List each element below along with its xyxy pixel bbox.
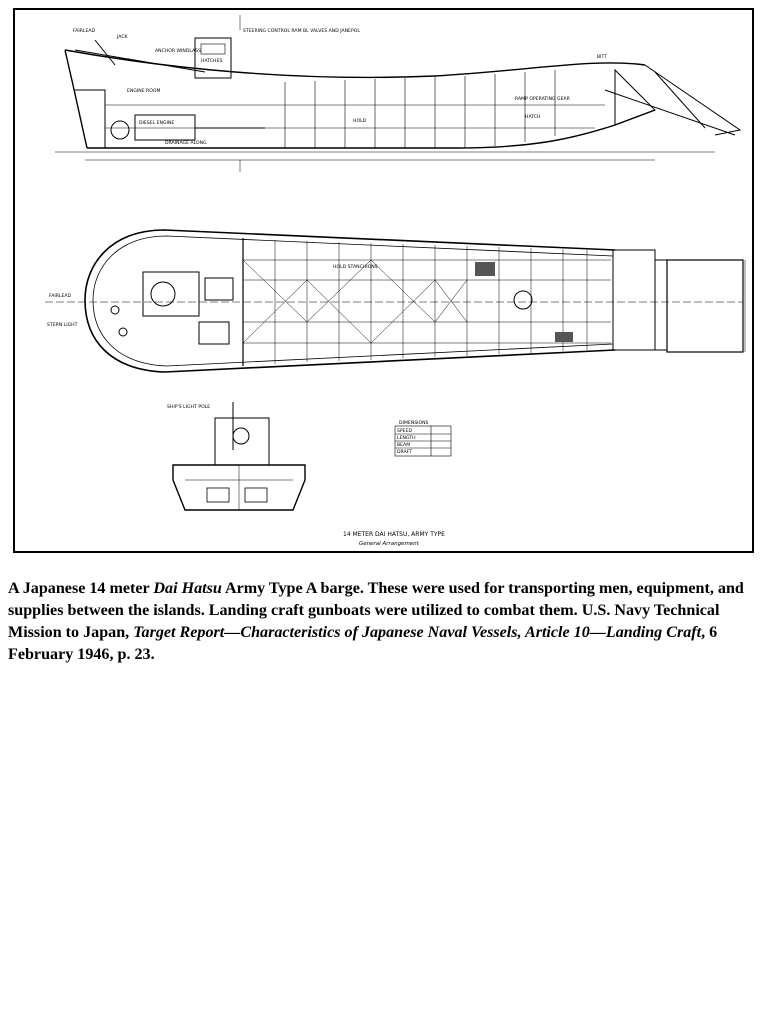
dimensions-row-draft: DRAFT xyxy=(397,449,412,455)
label-fairlead-plan: FAIRLEAD xyxy=(49,293,72,299)
dimensions-row-speed: SPEED xyxy=(397,428,412,434)
figure-frame: FAIRLEAD JACK ANCHOR WINDLASS HATCHES ST… xyxy=(13,8,754,553)
label-stern-light: STERN LIGHT xyxy=(47,322,78,328)
label-fairlead: FAIRLEAD xyxy=(73,28,96,34)
label-anchor-windlass: ANCHOR WINDLASS xyxy=(155,48,201,54)
label-hatch: HATCH xyxy=(525,114,540,120)
label-bitt: BITT xyxy=(597,54,607,60)
dimensions-table-title: DIMENSIONS xyxy=(399,420,429,426)
label-jack: JACK xyxy=(116,34,129,40)
label-hold-stanchions: HOLD STANCHIONS xyxy=(333,264,378,270)
label-ships-light-pole: SHIP'S LIGHT POLE xyxy=(167,404,210,410)
barge-general-arrangement-drawing: FAIRLEAD JACK ANCHOR WINDLASS HATCHES ST… xyxy=(45,15,746,547)
label-diesel-engine: DIESEL ENGINE xyxy=(139,120,174,126)
side-elevation-view xyxy=(55,15,742,172)
caption-text-3: , 6 February 1946, p. 23. xyxy=(8,624,718,663)
label-hold: HOLD xyxy=(353,118,367,124)
label-steering-control: STEERING CONTROL RAM BL VALVES AND JANEP… xyxy=(243,28,360,34)
plan-view xyxy=(45,229,746,373)
caption-text-1: A Japanese 14 meter xyxy=(8,580,154,597)
drawing-subtitle: General Arrangement xyxy=(359,541,420,547)
dimensions-row-beam: BEAM xyxy=(397,442,410,448)
label-ramp-operating-gear: RAMP OPERATING GEAR xyxy=(515,96,571,102)
caption-italic-dai-hatsu: Dai Hatsu xyxy=(153,580,222,597)
dimensions-row-length: LENGTH xyxy=(397,435,416,441)
label-drainage: DRAINAGE ALONG xyxy=(165,140,207,146)
figure-caption: A Japanese 14 meter Dai Hatsu Army Type … xyxy=(8,578,764,666)
caption-text-2: Army Type A barge. These were used for t… xyxy=(8,580,744,641)
label-engine-room: ENGINE ROOM xyxy=(127,88,160,94)
drawing-title: 14 METER DAI HATSU, ARMY TYPE xyxy=(343,531,445,538)
label-hatches: HATCHES xyxy=(201,58,222,64)
cross-section-view xyxy=(172,402,306,511)
dimensions-table xyxy=(394,425,452,457)
caption-italic-report-title: Target Report—Characteristics of Japanes… xyxy=(133,624,702,641)
